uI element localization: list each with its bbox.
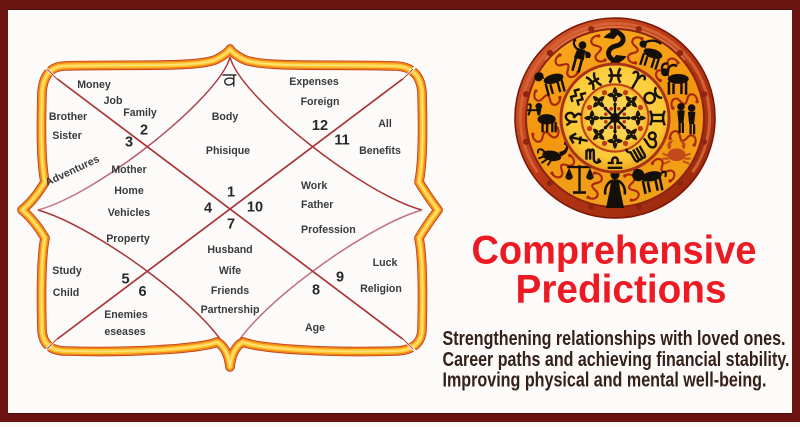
- svg-text:Vehicles: Vehicles: [108, 207, 151, 219]
- svg-text:Expenses: Expenses: [289, 76, 339, 88]
- svg-text:Study: Study: [52, 265, 82, 277]
- svg-text:Predictions: Predictions: [516, 268, 727, 312]
- svg-text:Strengthening relationships wi: Strengthening relationships with loved o…: [443, 327, 786, 350]
- svg-text:Property: Property: [106, 233, 150, 245]
- svg-text:Wife: Wife: [219, 265, 241, 277]
- svg-text:3: 3: [125, 135, 133, 151]
- svg-text:8: 8: [312, 283, 320, 299]
- svg-text:2: 2: [140, 123, 148, 139]
- svg-text:Foreign: Foreign: [301, 96, 340, 108]
- svg-text:Phisique: Phisique: [206, 145, 250, 157]
- svg-text:Profession: Profession: [301, 224, 356, 236]
- svg-text:Age: Age: [305, 322, 325, 334]
- svg-text:Child: Child: [53, 287, 79, 299]
- svg-text:Career paths and achieving fin: Career paths and achieving financial sta…: [443, 348, 790, 371]
- svg-text:Friends: Friends: [211, 285, 249, 297]
- svg-text:11: 11: [334, 133, 349, 149]
- svg-text:Job: Job: [104, 95, 123, 107]
- svg-text:1: 1: [227, 185, 235, 201]
- svg-text:9: 9: [336, 270, 344, 286]
- svg-text:All: All: [378, 118, 392, 130]
- svg-text:Religion: Religion: [360, 283, 402, 295]
- svg-text:Brother: Brother: [49, 111, 87, 123]
- svg-text:4: 4: [204, 201, 212, 217]
- svg-text:Enemies: Enemies: [104, 309, 148, 321]
- svg-text:12: 12: [312, 118, 328, 134]
- svg-text:6: 6: [138, 284, 146, 300]
- svg-text:Husband: Husband: [207, 244, 252, 256]
- svg-text:10: 10: [247, 200, 263, 216]
- svg-text:Benefits: Benefits: [359, 145, 401, 157]
- svg-text:Improving physical and mental: Improving physical and mental well-being…: [443, 369, 767, 392]
- svg-text:Mother: Mother: [111, 164, 146, 176]
- svg-text:Body: Body: [212, 111, 239, 123]
- svg-text:Family: Family: [123, 107, 157, 119]
- svg-text:Comprehensive: Comprehensive: [472, 229, 757, 273]
- svg-text:Work: Work: [301, 180, 327, 192]
- svg-text:Luck: Luck: [373, 257, 398, 269]
- svg-text:Father: Father: [301, 199, 333, 211]
- svg-text:5: 5: [121, 272, 129, 288]
- svg-text:7: 7: [227, 217, 235, 233]
- svg-text:Partnership: Partnership: [201, 304, 260, 316]
- svg-text:Money: Money: [77, 79, 111, 91]
- svg-text:eseases: eseases: [104, 326, 145, 338]
- svg-text:Home: Home: [114, 185, 144, 197]
- svg-text:Sister: Sister: [52, 130, 81, 142]
